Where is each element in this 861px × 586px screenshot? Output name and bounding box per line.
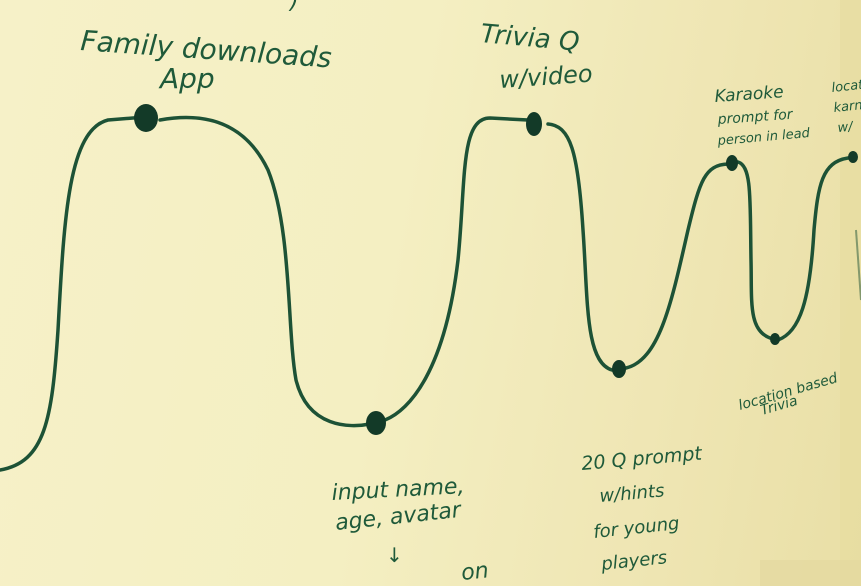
note-karaoke-cut: karn bbox=[833, 98, 861, 116]
note-trivia-q: Trivia Q bbox=[479, 19, 580, 58]
journey-line-tail bbox=[855, 229, 861, 301]
note-arrow-down: ↓ bbox=[386, 543, 403, 567]
step-dot bbox=[526, 112, 542, 136]
note-with-cut: w/ bbox=[837, 119, 855, 136]
note-input-cut: on bbox=[460, 558, 490, 586]
note-for-young: for young bbox=[592, 513, 680, 543]
step-dot bbox=[366, 411, 386, 435]
note-top-fragment: ) bbox=[288, 0, 299, 14]
note-karaoke-prompt: prompt for bbox=[716, 107, 794, 128]
note-players: players bbox=[599, 547, 668, 575]
step-dot bbox=[612, 360, 626, 378]
step-dot bbox=[134, 104, 158, 132]
wall-shadow bbox=[840, 0, 861, 586]
step-dot bbox=[848, 151, 858, 163]
note-with-video: w/video bbox=[498, 60, 593, 94]
note-karaoke: Karaoke bbox=[714, 82, 784, 107]
note-karaoke-lead: person in lead bbox=[716, 126, 811, 149]
step-dot bbox=[726, 155, 738, 171]
note-20q-prompt: 20 Q prompt bbox=[581, 442, 705, 475]
note-location-cut: locatio bbox=[831, 77, 861, 96]
note-with-hints: w/hints bbox=[599, 480, 666, 507]
board-frame-edge bbox=[760, 560, 861, 586]
journey-line bbox=[0, 115, 850, 472]
note-app: App bbox=[158, 62, 215, 95]
step-dot bbox=[770, 333, 780, 345]
